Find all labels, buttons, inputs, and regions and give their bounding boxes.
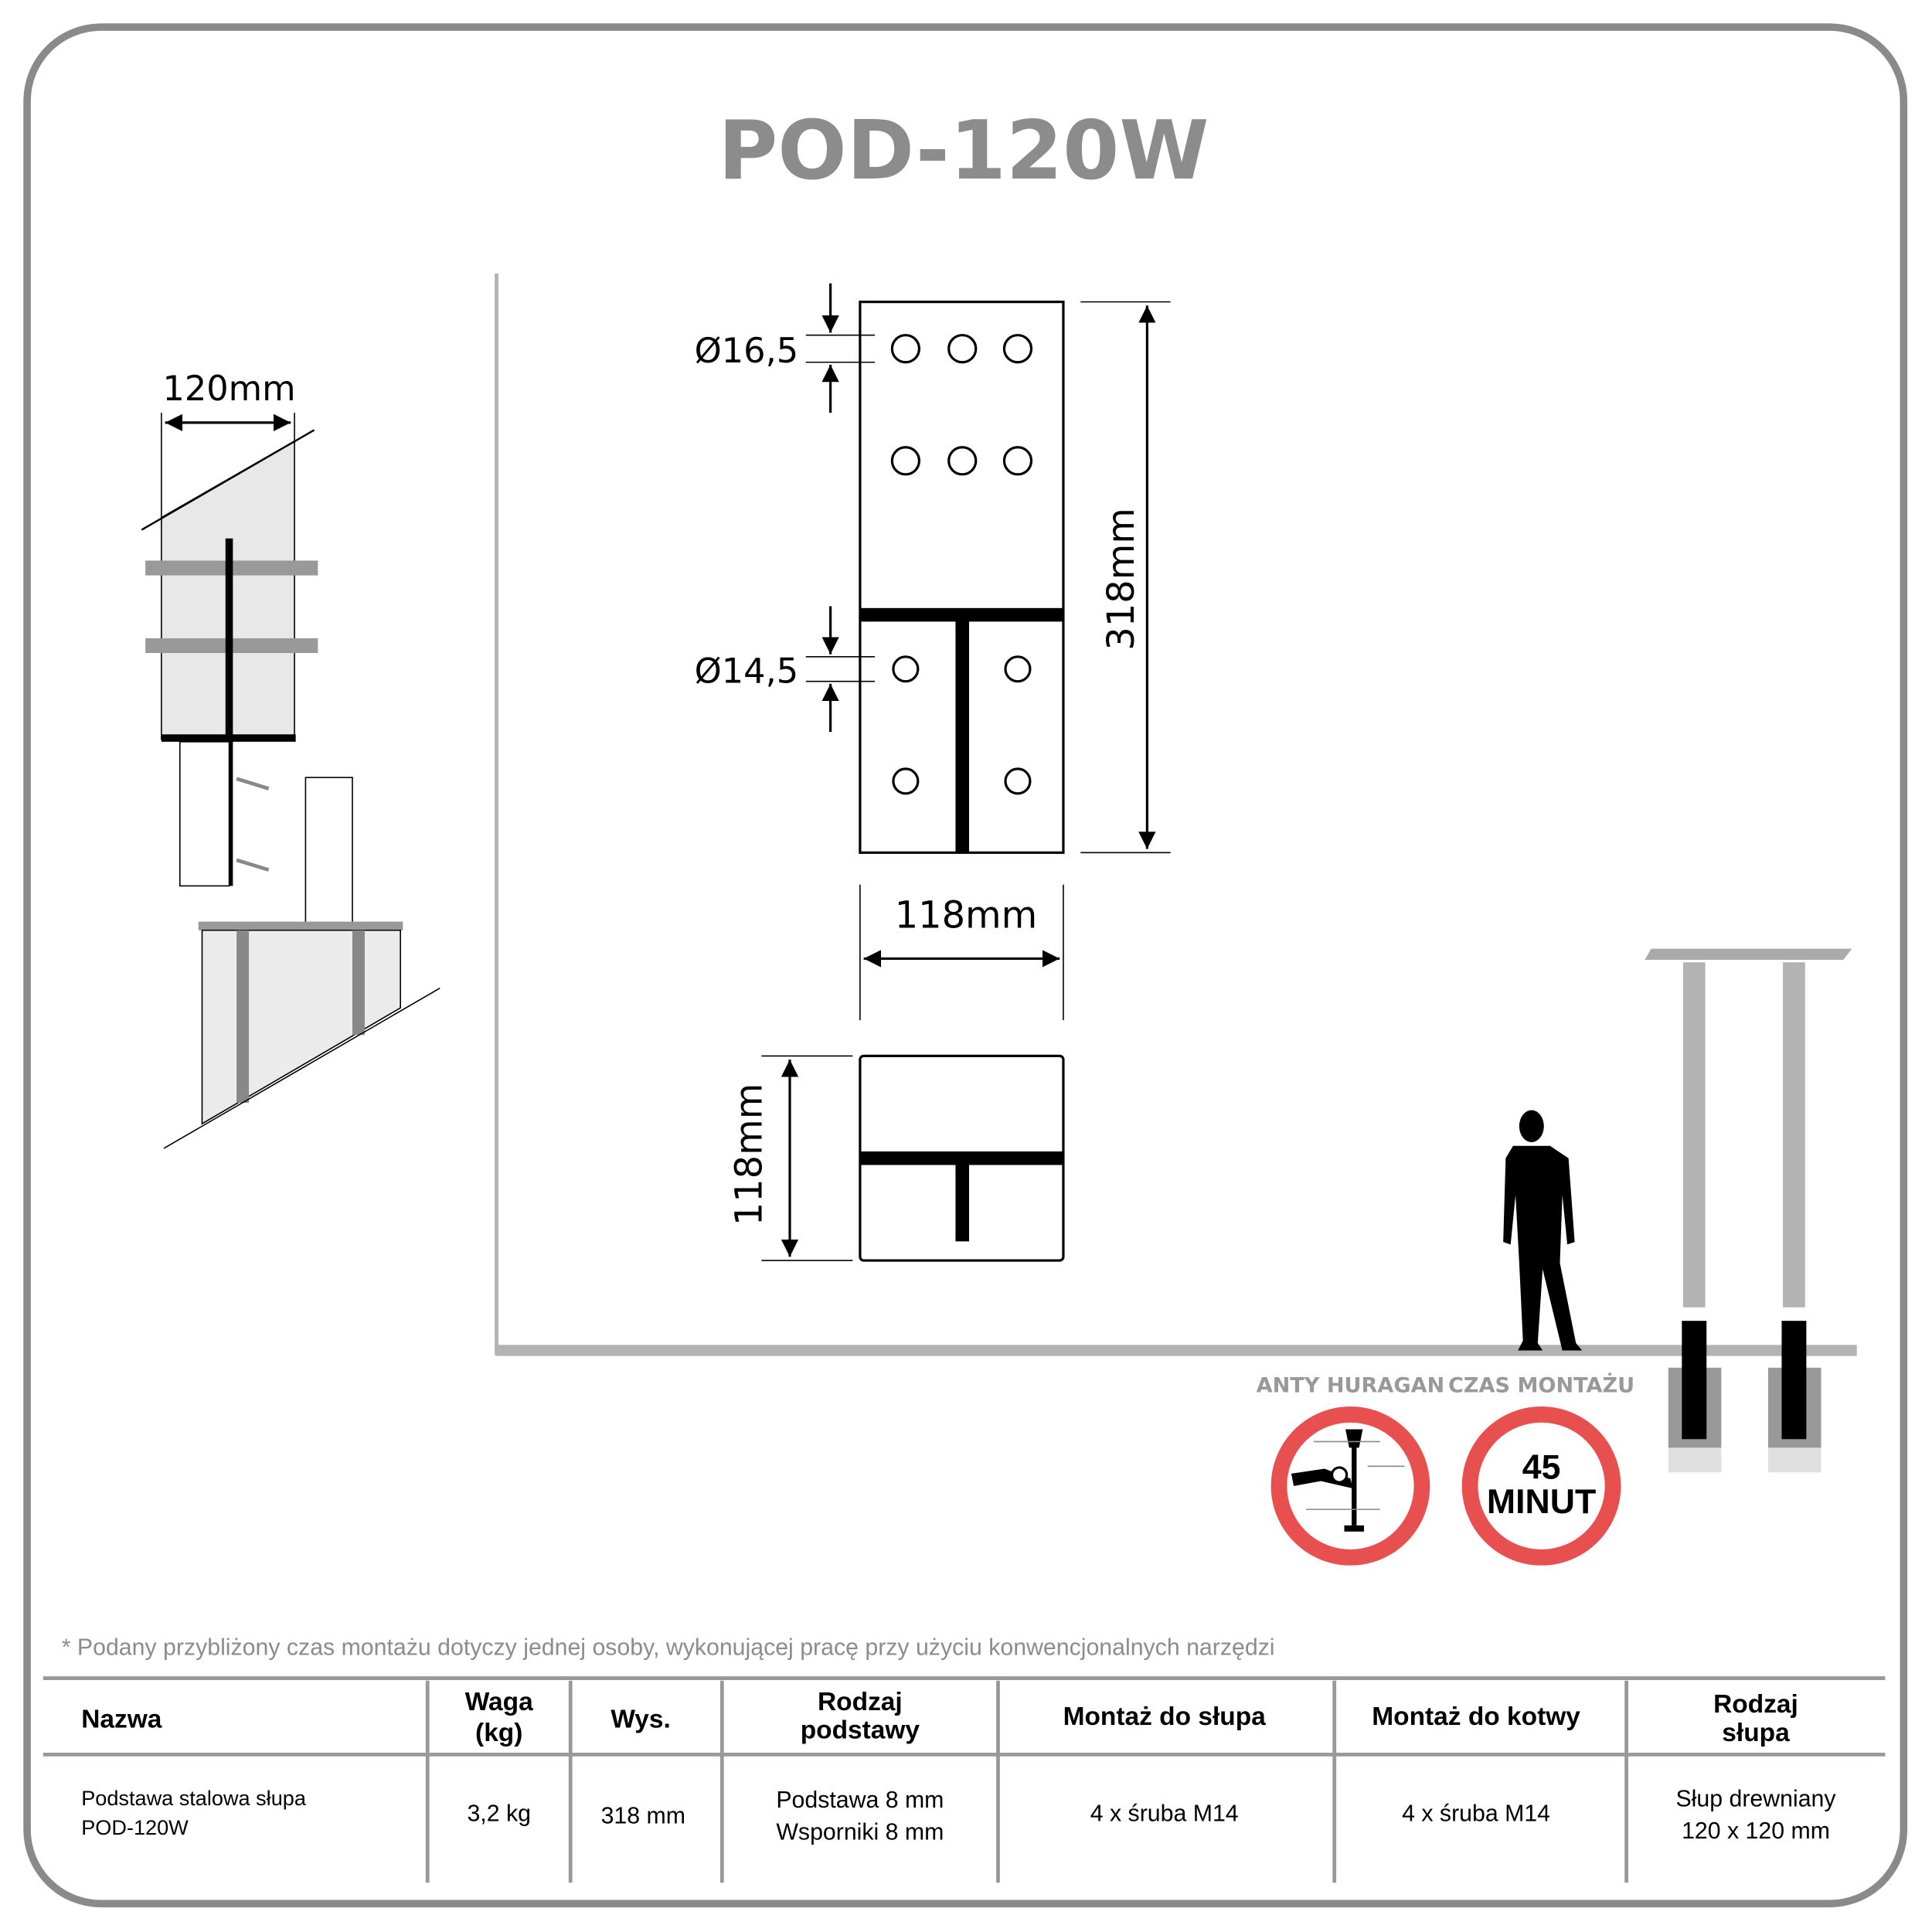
width-118-label: 118mm <box>895 895 1037 937</box>
anti-hurricane-label: ANTY HURAGAN <box>1257 1374 1445 1398</box>
plate-drawing <box>761 283 1171 1262</box>
width-120-label: 120mm <box>162 369 295 409</box>
cell-post-mount: 4 x śruba M14 <box>1090 1801 1239 1827</box>
header-weight-unit: (kg) <box>475 1719 522 1747</box>
assembly-time-label: CZAS MONTAŻU <box>1448 1373 1634 1398</box>
header-base-type: Rodzaj <box>818 1688 903 1716</box>
hole-diameter-lower-label: Ø14,5 <box>695 651 798 691</box>
person-silhouette <box>1503 1110 1583 1351</box>
header-post-mount: Montaż do słupa <box>1063 1702 1267 1731</box>
cell-height: 318 mm <box>601 1804 685 1829</box>
page-title: POD-120W <box>718 103 1209 198</box>
cell-weight: 3,2 kg <box>467 1801 531 1827</box>
header-weight: Waga <box>465 1688 533 1716</box>
hurricane-lamp-icon <box>1270 1406 1430 1566</box>
table-header: Nazwa Waga (kg) Wys. Rodzaj podstawy Mon… <box>81 1688 1798 1747</box>
badge-minutes-unit: MINUT <box>1487 1483 1596 1521</box>
cell-post-type-2: 120 x 120 mm <box>1682 1818 1830 1844</box>
table-row: Podstawa stalowa słupa POD-120W 3,2 kg 3… <box>81 1786 1836 1845</box>
cell-name-2: POD-120W <box>81 1815 189 1839</box>
header-base-type-2: podstawy <box>801 1716 920 1745</box>
hole-diameter-upper-label: Ø16,5 <box>695 331 798 371</box>
base-width-118-label: 118mm <box>728 1083 770 1226</box>
spec-table <box>43 1676 1886 1883</box>
assembly-time-badge: 45 MINUT <box>1461 1406 1621 1566</box>
cell-base-type: Podstawa 8 mm <box>776 1787 944 1813</box>
cell-anchor-mount: 4 x śruba M14 <box>1402 1801 1550 1827</box>
installation-drawing: 120mm <box>141 369 440 1149</box>
footnote: * Podany przybliżony czas montażu dotycz… <box>62 1634 1275 1660</box>
posts-illustration <box>1645 948 1852 1473</box>
header-post-type: Rodzaj <box>1713 1690 1798 1719</box>
header-anchor-mount: Montaż do kotwy <box>1372 1702 1580 1731</box>
header-post-type-2: słupa <box>1722 1719 1790 1747</box>
cell-base-type-2: Wsporniki 8 mm <box>776 1819 944 1845</box>
cell-post-type: Słup drewniany <box>1675 1786 1836 1811</box>
height-318-label: 318mm <box>1100 508 1143 650</box>
cell-name: Podstawa stalowa słupa <box>81 1786 307 1810</box>
header-name: Nazwa <box>81 1705 162 1733</box>
header-height: Wys. <box>611 1705 671 1733</box>
badge-minutes-value: 45 <box>1522 1448 1561 1486</box>
